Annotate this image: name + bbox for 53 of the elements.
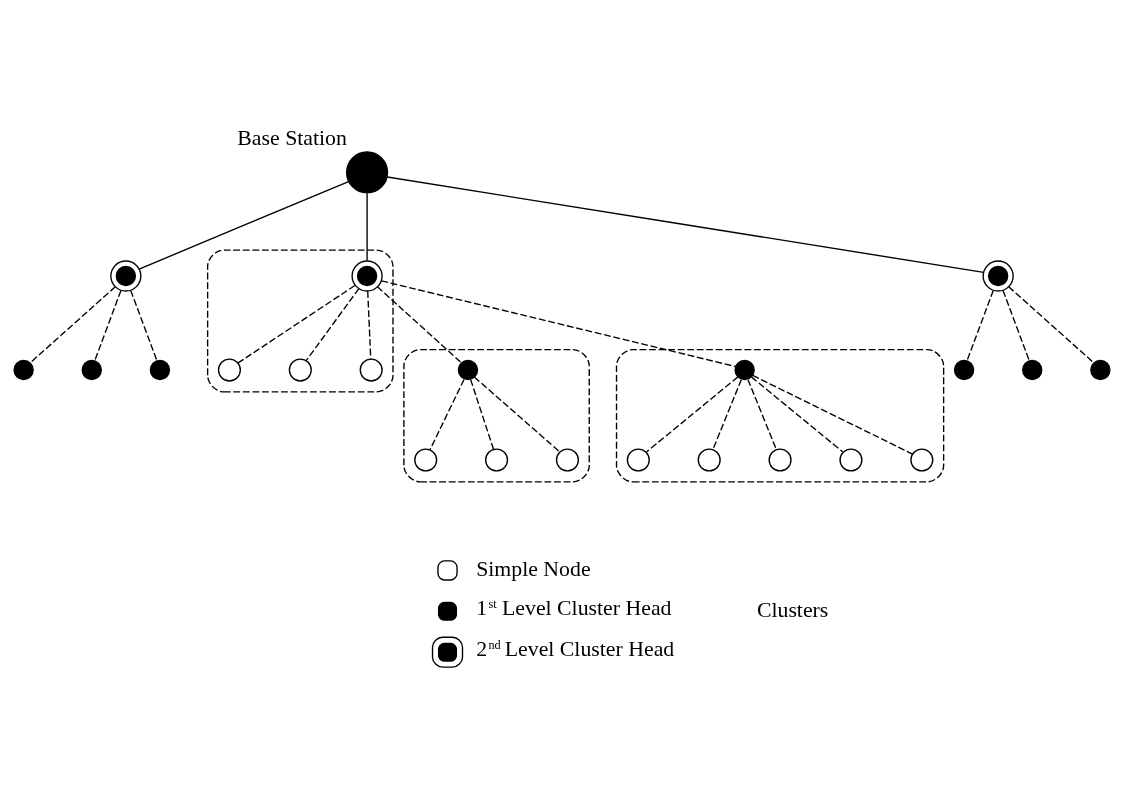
node-label: Base Station: [237, 125, 347, 150]
connector: [750, 375, 844, 452]
node-circle: [457, 359, 479, 380]
node-circle: [768, 447, 792, 472]
node-circle: [288, 358, 312, 382]
connector: [1002, 289, 1030, 361]
label: Clusters: [756, 596, 829, 621]
node-circle: [217, 358, 241, 382]
connector: [1008, 285, 1095, 363]
connector: [130, 289, 158, 361]
node-circle: [13, 359, 34, 380]
connector: [367, 290, 372, 359]
connector: [380, 279, 737, 367]
node-circle: [982, 259, 1014, 292]
node-circle: [485, 447, 509, 472]
connector: [94, 289, 122, 361]
connector: [469, 378, 495, 450]
node-circle: [839, 447, 863, 472]
node-circle: [1090, 359, 1111, 380]
connector: [473, 375, 561, 452]
cluster: [403, 348, 590, 482]
node-circle: [953, 359, 975, 380]
connector: [305, 287, 360, 361]
node-circle: [149, 359, 171, 380]
connector: [747, 378, 777, 450]
connector: [712, 378, 743, 450]
node-circle: [414, 447, 438, 472]
cluster: [206, 248, 394, 393]
connector: [366, 192, 368, 261]
legend-label: 2$^{nd}$ Level Cluster Head: [476, 636, 675, 661]
node-circle: [110, 259, 142, 292]
connector: [138, 180, 350, 270]
connector: [386, 175, 985, 273]
connector: [645, 375, 739, 452]
node-circle: [555, 447, 580, 472]
node-circle: [359, 358, 383, 382]
node-circle: [910, 447, 934, 472]
node-circle: [1022, 359, 1043, 380]
node-circle: [81, 359, 102, 380]
node-circle: [697, 447, 721, 472]
node-circle: [734, 359, 755, 380]
connector: [966, 289, 994, 361]
connector: [752, 374, 914, 455]
cluster: [615, 348, 945, 482]
node-circle: [345, 150, 389, 194]
legend-label: 1$^{st}$ Level Cluster Head: [476, 595, 672, 620]
connector: [29, 285, 116, 363]
node-circle: [626, 447, 650, 472]
connector: [376, 285, 462, 363]
node-circle: [351, 259, 383, 292]
legend-label: Simple Node: [476, 556, 591, 581]
connector: [429, 378, 465, 451]
connector: [237, 284, 356, 364]
